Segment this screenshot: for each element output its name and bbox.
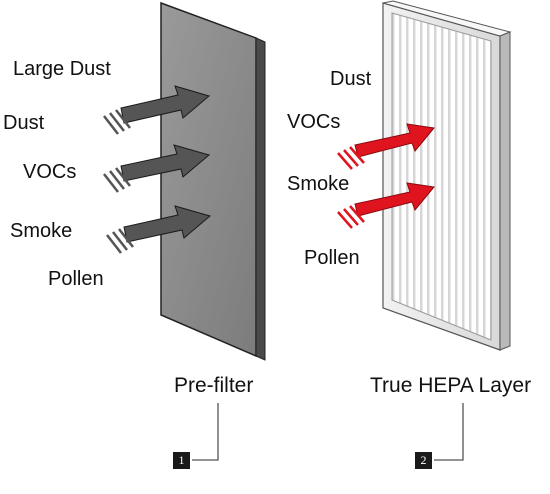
- leader-line-2: [434, 403, 464, 461]
- prefilter-badge: 1: [173, 452, 190, 469]
- prefilter-caption: Pre-filter: [174, 374, 254, 397]
- prefilter-arrows: [103, 85, 212, 254]
- gray-arrow-1: [103, 85, 211, 135]
- hepa-badge: 2: [415, 452, 432, 469]
- hepa-label-pollen: Pollen: [304, 247, 360, 269]
- hepa-label-vocs: VOCs: [287, 111, 341, 133]
- leader-lines: [192, 403, 464, 461]
- red-arrow-1: [337, 123, 435, 170]
- leader-line-1: [192, 403, 219, 461]
- hepa-arrows: [337, 123, 435, 229]
- hepa-caption: True HEPA Layer: [370, 374, 532, 397]
- red-arrow-2: [337, 182, 435, 229]
- prefilter-label-pollen: Pollen: [48, 268, 104, 290]
- gray-arrow-3: [106, 205, 212, 254]
- hepa-panel: [382, 0, 512, 351]
- hepa-label-smoke: Smoke: [287, 173, 350, 195]
- prefilter-label-large-dust: Large Dust: [13, 58, 111, 80]
- prefilter-label-smoke: Smoke: [10, 220, 73, 242]
- gray-arrow-2: [103, 144, 211, 193]
- prefilter-panel: [160, 1, 266, 361]
- prefilter-label-dust: Dust: [3, 112, 45, 134]
- hepa-label-dust: Dust: [330, 68, 372, 90]
- prefilter-label-vocs: VOCs: [23, 161, 77, 183]
